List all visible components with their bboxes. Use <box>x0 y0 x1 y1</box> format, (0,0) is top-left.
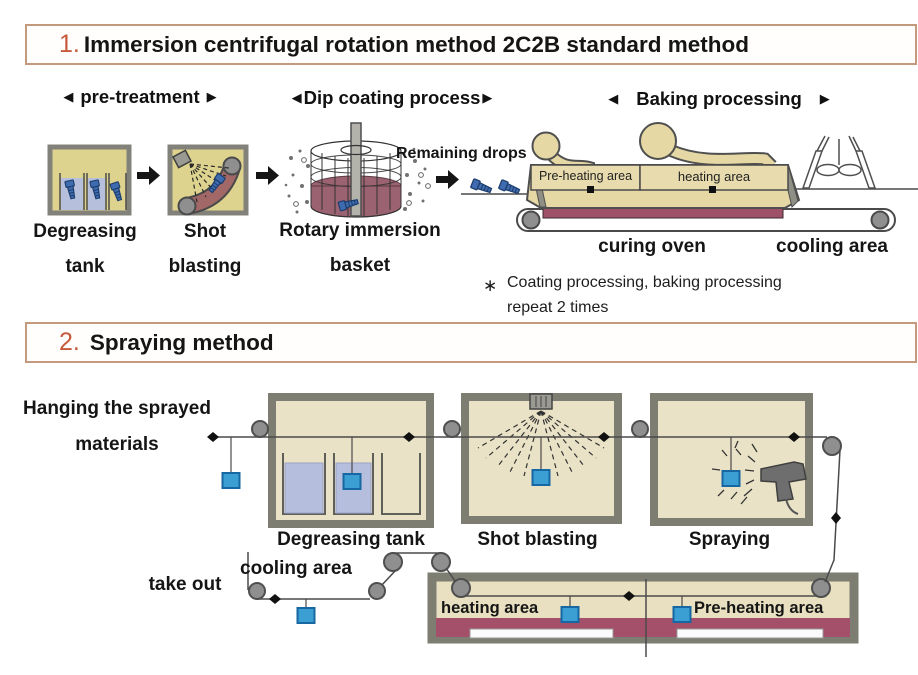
label-shot-blasting-2: Shot blasting <box>477 529 598 550</box>
label-heating-area-oven2: heating area <box>441 599 539 617</box>
triangle-left-icon: ◀ <box>608 91 619 106</box>
degreasing-tank-icon <box>47 144 132 216</box>
triangle-right-icon: ▶ <box>206 89 217 104</box>
label-degreasing-tank-2: Degreasing tank <box>277 529 425 550</box>
label-preheating-area-oven2: Pre-heating area <box>694 599 824 617</box>
label-cooling-area-2: cooling area <box>240 558 352 579</box>
spraying-booth-icon <box>650 393 813 526</box>
triangle-right-icon: ▶ <box>482 90 493 105</box>
label-shot-blasting-line1: Shot <box>183 221 227 242</box>
label-rotary-basket-line2: basket <box>329 255 391 276</box>
stage-label: Baking processing <box>636 88 802 109</box>
shot-blasting-icon <box>167 144 249 216</box>
label-take-out: take out <box>148 574 222 595</box>
stage-label: Dip coating process <box>303 87 481 108</box>
label-shot-blasting-line2: blasting <box>168 256 242 277</box>
stage-header-dip-coating: ◀ Dip coating process ▶ <box>272 87 512 109</box>
overhead-conveyor-line <box>207 420 842 456</box>
asterisk-icon: ∗ <box>483 276 498 295</box>
label-hanging-line1: Hanging the sprayed <box>23 398 211 419</box>
degreasing-booth-icon <box>268 393 434 528</box>
stage-header-pretreatment: ◀ pre-treatment ▶ <box>40 86 240 108</box>
remaining-drops-icon <box>461 178 532 197</box>
oven-entry-line <box>824 449 841 583</box>
label-degreasing-tank-line1: Degreasing <box>33 221 137 242</box>
stage-label: pre-treatment <box>80 86 200 107</box>
bottom-oven-icon <box>427 572 859 657</box>
rotary-immersion-basket-icon <box>284 122 431 218</box>
note-line2: repeat 2 times <box>507 299 609 316</box>
section2-title: Spraying method <box>89 329 274 355</box>
hanging-parts-icons <box>221 437 741 490</box>
take-out-conveyor-line <box>247 552 456 624</box>
label-remaining-drops: Remaining drops <box>396 145 527 162</box>
section1-number: 1. <box>59 30 80 58</box>
label-heating-area-oven1: heating area <box>677 169 751 184</box>
triangle-right-icon: ▶ <box>819 91 830 106</box>
note-line1: Coating processing, baking processing <box>507 274 782 291</box>
label-curing-oven: curing oven <box>598 236 706 257</box>
spray-gun-icon <box>760 461 807 502</box>
section1-title-bar: 1. Immersion centrifugal rotation method… <box>25 24 917 65</box>
stage-header-baking: ◀ Baking processing ▶ <box>588 88 850 110</box>
section2-number: 2. <box>59 328 80 356</box>
label-cooling-area-1: cooling area <box>776 236 888 257</box>
triangle-left-icon: ◀ <box>291 90 302 105</box>
curing-oven-icon <box>516 122 918 232</box>
label-hanging-line2: materials <box>75 434 159 455</box>
section2-title-bar: 2. Spraying method <box>25 322 917 363</box>
label-rotary-basket-line1: Rotary immersion <box>279 220 441 241</box>
cooling-fan-icon <box>801 135 877 189</box>
label-preheating-area-oven1: Pre-heating area <box>538 169 633 183</box>
triangle-left-icon: ◀ <box>63 89 74 104</box>
label-spraying: Spraying <box>688 529 771 550</box>
section1-title: Immersion centrifugal rotation method 2C… <box>83 31 749 57</box>
label-degreasing-tank-line2: tank <box>65 256 105 277</box>
